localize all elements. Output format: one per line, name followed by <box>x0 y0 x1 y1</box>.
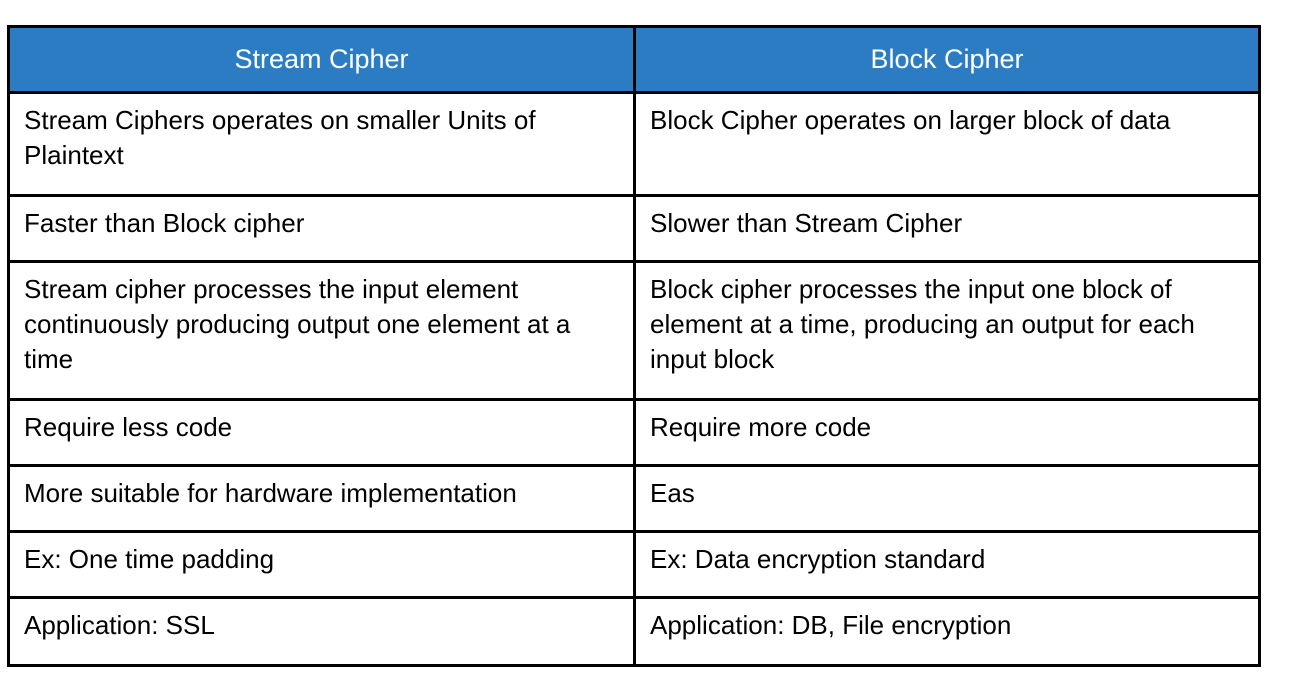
table-row: More suitable for hardware implementatio… <box>7 464 1261 533</box>
cell-stream-6: Application: SSL <box>7 596 636 667</box>
cell-stream-2: Stream cipher processes the input elemen… <box>7 260 636 401</box>
cell-block-3: Require more code <box>633 398 1261 467</box>
table-row: Faster than Block cipher Slower than Str… <box>7 194 1261 263</box>
cell-text: Require more code <box>650 412 872 442</box>
cell-text: Eas <box>650 478 695 508</box>
column-header-block-cipher: Block Cipher <box>633 25 1261 94</box>
cell-text: Faster than Block cipher <box>24 208 305 238</box>
table-row: Require less code Require more code <box>7 398 1261 467</box>
cell-stream-3: Require less code <box>7 398 636 467</box>
table-header: Stream Cipher Block Cipher <box>7 25 1261 94</box>
cell-stream-1: Faster than Block cipher <box>7 194 636 263</box>
cell-text: Block Cipher operates on larger block of… <box>650 105 1171 135</box>
table-row: Stream cipher processes the input elemen… <box>7 260 1261 401</box>
cell-text: Ex: One time padding <box>24 544 275 574</box>
cell-text: Require less code <box>24 412 233 442</box>
cell-text: Application: DB, File encryption <box>650 610 1012 640</box>
column-header-stream-cipher: Stream Cipher <box>7 25 636 94</box>
cell-text: Stream cipher processes the input elemen… <box>24 274 571 375</box>
cell-text: Application: SSL <box>24 610 215 640</box>
cell-text: Block cipher processes the input one blo… <box>650 274 1195 375</box>
cell-block-4: Eas <box>633 464 1261 533</box>
cell-stream-5: Ex: One time padding <box>7 530 636 599</box>
cell-block-1: Slower than Stream Cipher <box>633 194 1261 263</box>
comparison-table: Stream Cipher Block Cipher Stream Cipher… <box>7 25 1261 667</box>
table-header-row: Stream Cipher Block Cipher <box>7 25 1261 94</box>
cell-block-6: Application: DB, File encryption <box>633 596 1261 667</box>
cell-block-5: Ex: Data encryption standard <box>633 530 1261 599</box>
cell-text: Ex: Data encryption standard <box>650 544 986 574</box>
table-row: Application: SSL Application: DB, File e… <box>7 596 1261 667</box>
table-body: Stream Ciphers operates on smaller Units… <box>7 91 1261 667</box>
cell-text: More suitable for hardware implementatio… <box>24 478 517 508</box>
cell-stream-0: Stream Ciphers operates on smaller Units… <box>7 91 636 197</box>
cell-block-0: Block Cipher operates on larger block of… <box>633 91 1261 197</box>
table-row: Ex: One time padding Ex: Data encryption… <box>7 530 1261 599</box>
table-row: Stream Ciphers operates on smaller Units… <box>7 91 1261 197</box>
cell-block-2: Block cipher processes the input one blo… <box>633 260 1261 401</box>
cell-text: Stream Ciphers operates on smaller Units… <box>24 105 536 171</box>
cell-text: Slower than Stream Cipher <box>650 208 963 238</box>
cell-stream-4: More suitable for hardware implementatio… <box>7 464 636 533</box>
